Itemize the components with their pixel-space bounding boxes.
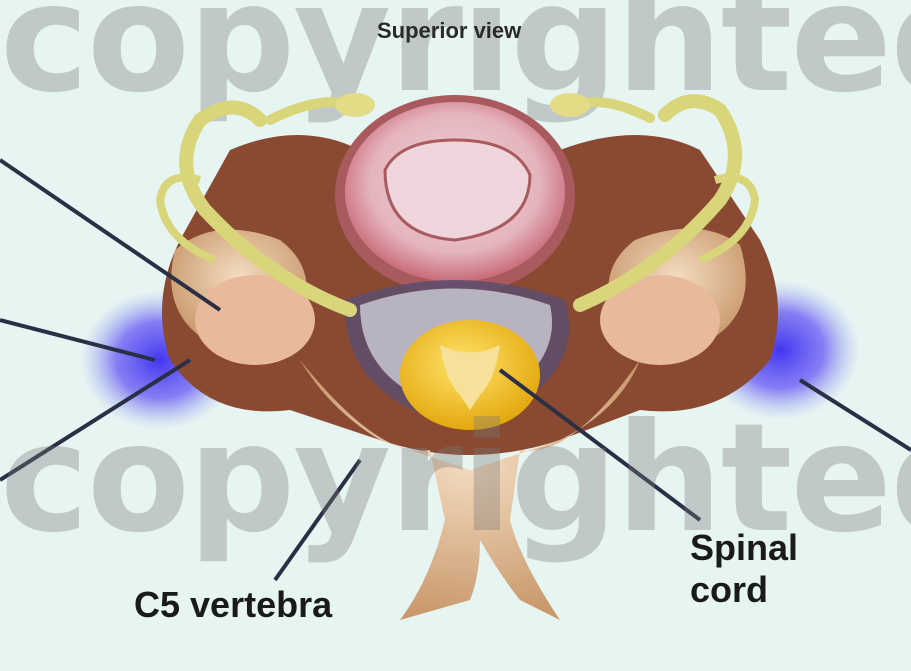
- left-nerve-ganglion: [335, 93, 375, 117]
- leader-line-right: [800, 380, 911, 450]
- label-c5-vertebra: C5 vertebra: [134, 584, 332, 626]
- label-spinal-cord: Spinal cord: [690, 527, 830, 611]
- label-spinal-cord-line2: cord: [690, 569, 830, 611]
- label-spinal-cord-line1: Spinal: [690, 527, 830, 569]
- leader-line-vertebra: [275, 460, 360, 580]
- right-nerve-ganglion: [550, 93, 590, 117]
- view-label: Superior view: [377, 18, 521, 44]
